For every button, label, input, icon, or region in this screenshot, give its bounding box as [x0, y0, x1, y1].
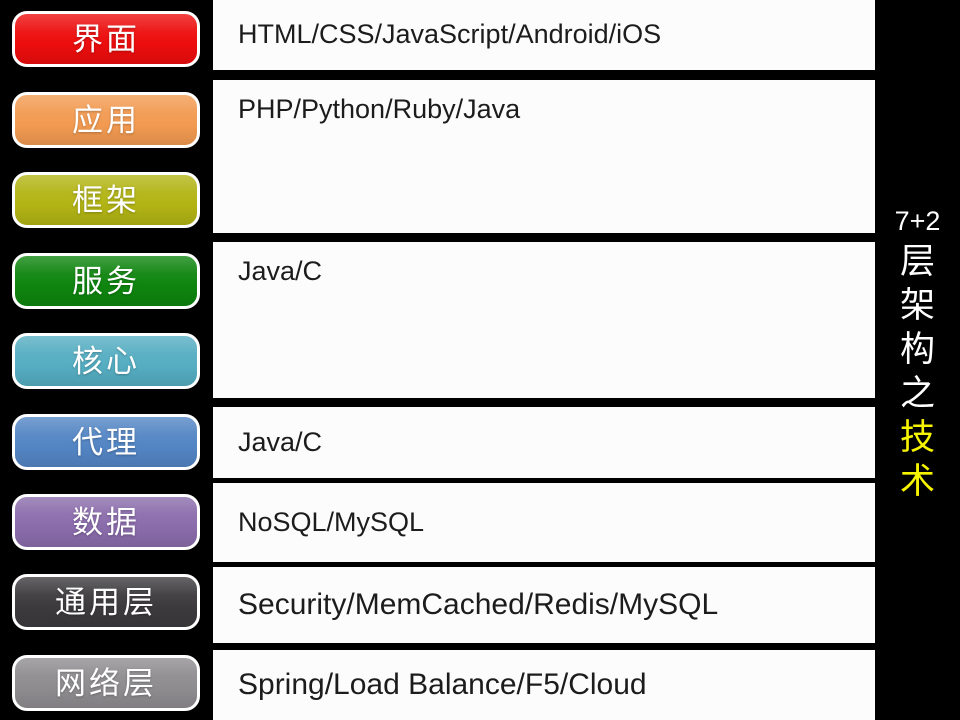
layer-button-application: 应用	[12, 92, 200, 148]
tech-row-network-layer-text: Spring/Load Balance/F5/Cloud	[238, 668, 647, 702]
tech-row-proxy: Java/C	[213, 407, 875, 478]
side-title-vertical: 层架构之技术	[897, 240, 939, 504]
layer-button-common-layer: 通用层	[12, 574, 200, 630]
tech-row-data: NoSQL/MySQL	[213, 483, 875, 562]
tech-row-application-text: PHP/Python/Ruby/Java	[238, 94, 521, 124]
side-title-prefix: 7+2	[894, 206, 941, 236]
side-title-highlight: 技术	[899, 418, 935, 501]
layer-label-proxy: 代理	[72, 424, 140, 460]
layer-label-service: 服务	[72, 263, 140, 299]
side-title-white: 层架构之	[899, 242, 935, 413]
layer-label-interface: 界面	[72, 21, 140, 57]
layer-label-framework: 框架	[72, 182, 140, 218]
layer-label-common-layer: 通用层	[55, 584, 157, 620]
side-title: 7+2 层架构之技术	[875, 204, 960, 504]
layer-button-data: 数据	[12, 494, 200, 550]
tech-row-proxy-text: Java/C	[238, 426, 323, 457]
tech-row-common-layer-text: Security/MemCached/Redis/MySQL	[238, 588, 719, 622]
layer-button-service: 服务	[12, 253, 200, 309]
tech-row-data-text: NoSQL/MySQL	[238, 506, 425, 537]
layer-label-data: 数据	[72, 504, 140, 540]
tech-row-interface-text: HTML/CSS/JavaScript/Android/iOS	[238, 19, 662, 50]
layer-button-core: 核心	[12, 333, 200, 389]
layer-button-interface: 界面	[12, 11, 200, 67]
side-title-column: 7+2 层架构之技术	[875, 0, 960, 720]
layer-button-network-layer: 网络层	[12, 655, 200, 711]
tech-row-application: PHP/Python/Ruby/Java	[213, 80, 875, 233]
layer-label-core: 核心	[72, 343, 140, 379]
layer-button-framework: 框架	[12, 172, 200, 228]
layer-label-network-layer: 网络层	[55, 665, 157, 701]
layer-label-application: 应用	[72, 102, 140, 138]
tech-row-service-core: Java/C	[213, 242, 875, 398]
tech-row-service-core-text: Java/C	[238, 256, 323, 286]
layer-button-proxy: 代理	[12, 414, 200, 470]
tech-row-network-layer: Spring/Load Balance/F5/Cloud	[213, 650, 875, 720]
tech-row-common-layer: Security/MemCached/Redis/MySQL	[213, 567, 875, 643]
tech-row-interface: HTML/CSS/JavaScript/Android/iOS	[213, 0, 875, 70]
